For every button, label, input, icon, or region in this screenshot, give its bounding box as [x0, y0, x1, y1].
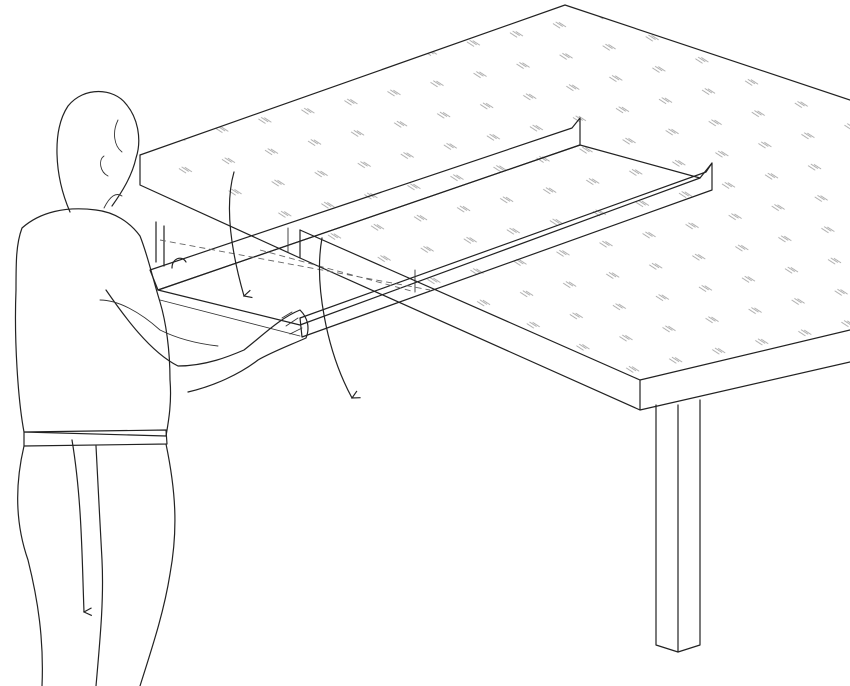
person-figure	[14, 91, 309, 686]
person-head	[56, 91, 140, 213]
motion-arrow-icon	[71, 439, 84, 612]
person-belt	[23, 429, 168, 447]
motion-arrows	[71, 171, 352, 612]
tray-partition	[287, 227, 416, 293]
person-ear	[100, 155, 109, 177]
motion-arrow-icon	[228, 171, 244, 296]
person-hair	[114, 119, 123, 153]
tray-front-rail	[299, 162, 713, 338]
table	[139, 4, 850, 653]
tray-slide-rail	[159, 299, 301, 337]
person-left-arm	[99, 299, 219, 347]
person-torso	[14, 208, 172, 437]
sliding-tray	[149, 117, 713, 338]
table-top-edge	[139, 4, 850, 156]
person-legs	[17, 443, 176, 686]
person-arm	[105, 289, 309, 393]
tray-end-cap	[699, 162, 713, 179]
table-leg-back	[155, 221, 165, 267]
person-hand	[281, 311, 303, 335]
table-leg	[655, 399, 701, 653]
tray-back-rail	[149, 117, 581, 291]
tray-hidden-edge	[159, 239, 431, 293]
table-side-apron	[139, 154, 301, 259]
table-top-texture	[140, 5, 850, 380]
person-collar	[103, 194, 123, 209]
motion-arrow-icon	[318, 237, 352, 398]
tray-handle	[171, 257, 187, 269]
